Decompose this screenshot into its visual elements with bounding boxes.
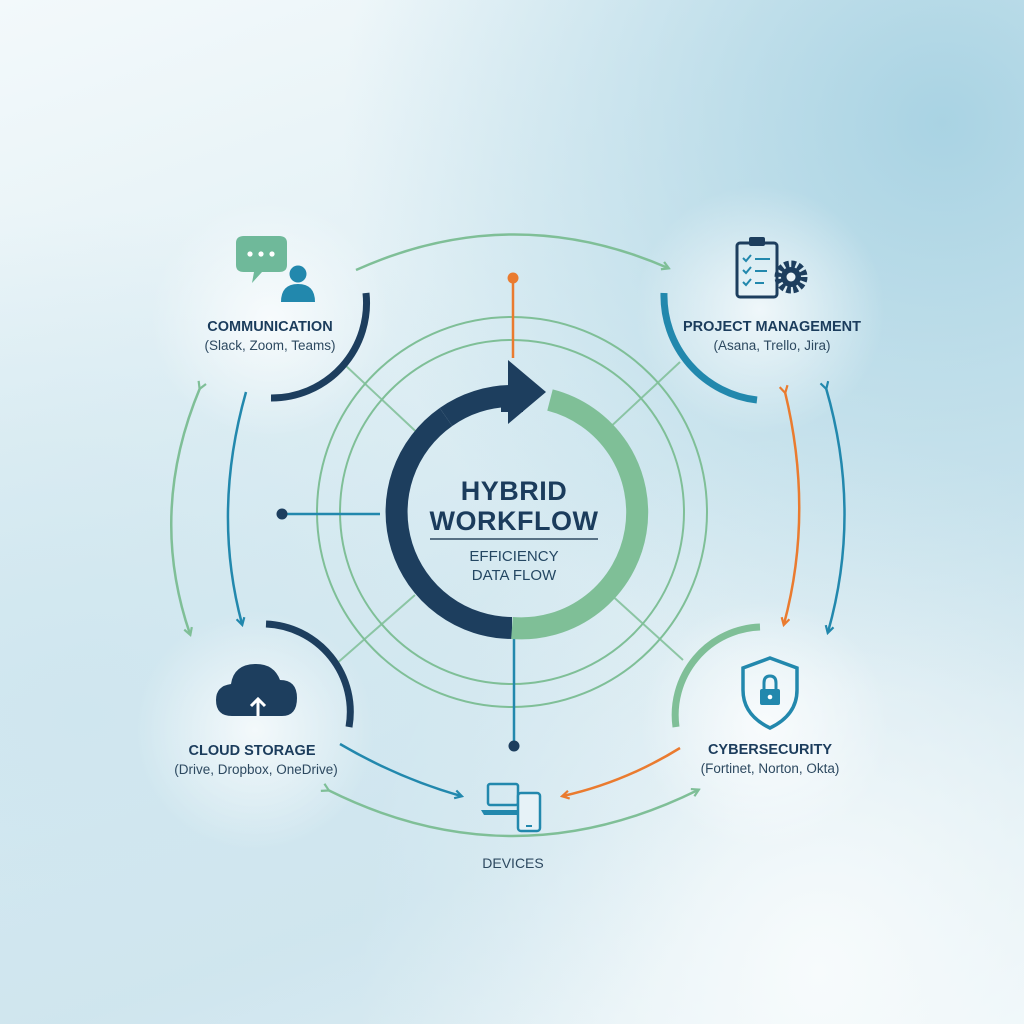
cybersecurity-tools: (Fortinet, Norton, Okta) xyxy=(701,761,840,776)
arrow-bottom-outer xyxy=(328,790,698,838)
arrow-left-inner xyxy=(226,391,248,624)
connector-bottom xyxy=(508,628,520,752)
diagonal-spokes xyxy=(334,361,684,666)
arrow-right-orange xyxy=(784,392,801,624)
node-arcs xyxy=(265,292,761,728)
project-management-label: PROJECT MANAGEMENT xyxy=(683,319,861,335)
cloud-storage-label: CLOUD STORAGE xyxy=(188,743,315,759)
laptop-phone-icon xyxy=(481,782,542,833)
node-project-management[interactable]: PROJECT MANAGEMENT (Asana, Trello, Jira) xyxy=(683,237,861,353)
arc-project-management xyxy=(660,292,758,404)
cloud-upload-icon xyxy=(216,664,297,716)
center-sub-line1: EFFICIENCY xyxy=(469,548,558,565)
clipboard-gear-icon xyxy=(735,237,808,299)
arrow-comm-to-pm xyxy=(355,233,668,272)
center-title-line1: HYBRID xyxy=(461,476,568,506)
center-title-line2: WORKFLOW xyxy=(430,506,599,536)
cloud-storage-tools: (Drive, Dropbox, OneDrive) xyxy=(174,762,338,777)
node-devices[interactable]: DEVICES xyxy=(481,782,544,871)
center-label: HYBRID WORKFLOW EFFICIENCY DATA FLOW xyxy=(430,476,599,584)
arc-communication xyxy=(270,292,371,402)
shield-lock-icon xyxy=(741,656,799,730)
project-management-tools: (Asana, Trello, Jira) xyxy=(713,338,830,353)
communication-label: COMMUNICATION xyxy=(207,319,332,335)
flow-arrows xyxy=(170,233,846,838)
connector-left xyxy=(276,508,380,520)
node-communication[interactable]: COMMUNICATION (Slack, Zoom, Teams) xyxy=(204,236,336,353)
devices-label: DEVICES xyxy=(482,855,543,871)
arrow-right-teal xyxy=(826,388,846,632)
connector-top xyxy=(507,272,519,358)
arc-cybersecurity xyxy=(671,623,761,728)
center-sub-line2: DATA FLOW xyxy=(472,567,557,584)
chat-user-icon xyxy=(236,236,315,302)
arc-cloud-storage xyxy=(265,620,354,728)
node-cloud-storage[interactable]: CLOUD STORAGE (Drive, Dropbox, OneDrive) xyxy=(174,664,338,777)
communication-tools: (Slack, Zoom, Teams) xyxy=(204,338,335,353)
cybersecurity-label: CYBERSECURITY xyxy=(708,742,832,758)
arrow-left-outer xyxy=(170,388,200,634)
cycle-arrowhead xyxy=(508,360,546,424)
cycle-ring xyxy=(385,360,649,640)
node-cybersecurity[interactable]: CYBERSECURITY (Fortinet, Norton, Okta) xyxy=(701,656,840,776)
